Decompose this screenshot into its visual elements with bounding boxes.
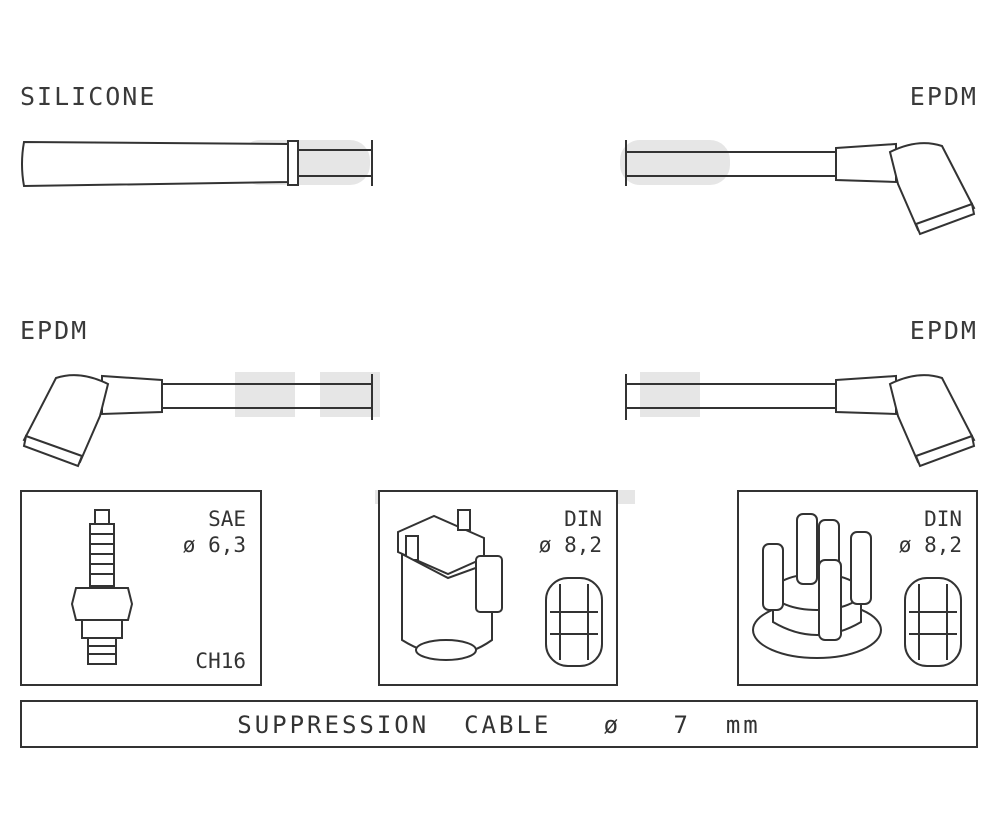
label-epdm-top-right: EPDM bbox=[909, 82, 978, 111]
label-silicone: SILICONE bbox=[20, 82, 157, 111]
spark-plug-standard: SAE bbox=[208, 507, 246, 531]
watermark bbox=[235, 140, 730, 504]
spark-plug-diameter: ø 6,3 bbox=[182, 533, 246, 557]
ignition-coil-icon bbox=[397, 509, 503, 661]
silicone-straight-boot-icon bbox=[21, 140, 373, 188]
ignition-coil-panel: DIN ø 8,2 bbox=[378, 490, 618, 686]
label-epdm-mid-right: EPDM bbox=[909, 316, 978, 345]
coil-diameter: ø 8,2 bbox=[538, 533, 602, 557]
spark-plug-panel: SAE ø 6,3 CH16 bbox=[20, 490, 262, 686]
distributor-cap-panel: DIN ø 8,2 bbox=[737, 490, 978, 686]
epdm-angled-boot-mid-right-icon bbox=[625, 374, 976, 468]
epdm-angled-boot-mid-left-icon bbox=[22, 374, 373, 468]
terminal-sleeve-icon bbox=[545, 577, 603, 667]
distributor-standard: DIN bbox=[924, 507, 962, 531]
suppression-cable-text: SUPPRESSION CABLE ø 7 mm bbox=[237, 711, 761, 739]
label-epdm-mid-left: EPDM bbox=[20, 316, 89, 345]
terminal-sleeve-icon bbox=[904, 577, 962, 667]
spark-plug-icon bbox=[70, 509, 134, 665]
epdm-angled-boot-top-right-icon bbox=[625, 140, 976, 236]
spark-plug-code: CH16 bbox=[195, 649, 246, 673]
suppression-cable-bar: SUPPRESSION CABLE ø 7 mm bbox=[20, 700, 978, 748]
distributor-diameter: ø 8,2 bbox=[898, 533, 962, 557]
distributor-cap-icon bbox=[752, 513, 882, 659]
coil-standard: DIN bbox=[564, 507, 602, 531]
